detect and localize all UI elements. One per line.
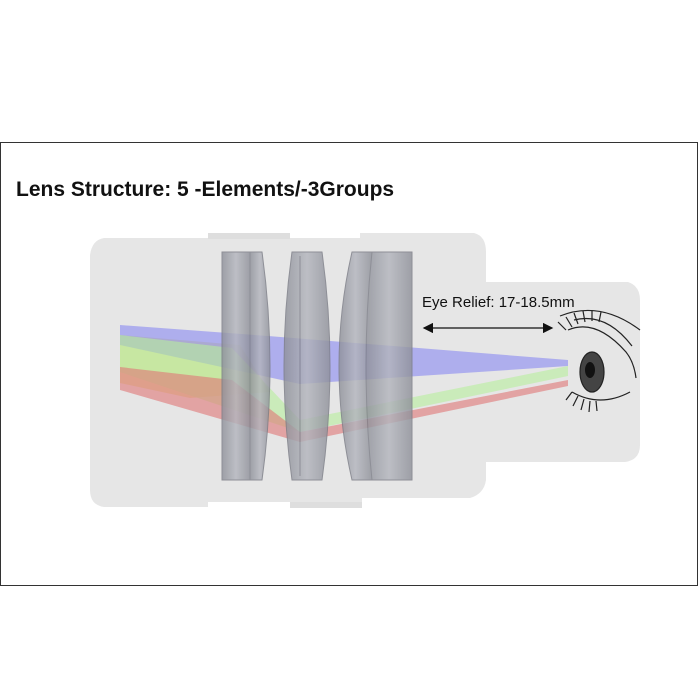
lower-eyelid: [571, 391, 631, 401]
eyelid-fold: [573, 317, 633, 347]
lens-group-3: [338, 251, 413, 481]
housing-ring-1: [208, 233, 290, 239]
eye-relief-label: Eye Relief: 17-18.5mm: [422, 294, 575, 311]
eye-illustration: [557, 309, 641, 413]
diagram-title: Lens Structure: 5 -Elements/-3Groups: [16, 178, 395, 201]
upper-eyelid: [567, 326, 637, 379]
lens-element-1b: [249, 251, 271, 481]
lens-group-2: [283, 251, 331, 481]
lens-element-2: [283, 251, 331, 481]
lens-element-3a: [338, 251, 373, 481]
housing-ring-2: [290, 502, 362, 508]
lower-lashes: [565, 391, 598, 413]
pupil: [585, 362, 595, 378]
brow-contour: [559, 309, 641, 331]
lens-element-1a: [221, 251, 251, 481]
lens-group-1: [221, 251, 271, 481]
lens-element-3b: [365, 251, 413, 481]
upper-lashes: [557, 310, 602, 331]
